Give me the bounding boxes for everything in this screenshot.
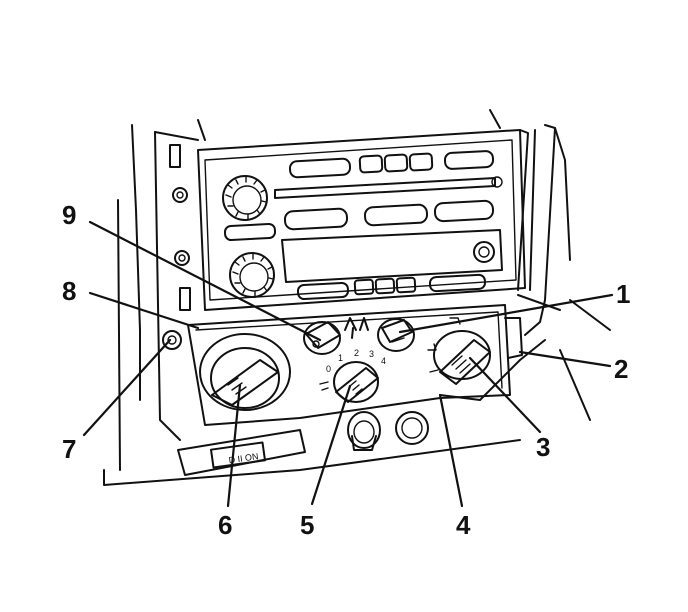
lower-console: D II ON (162, 330, 429, 476)
radio-tune-knob (229, 252, 275, 298)
auxiliary-power-outlet[interactable] (347, 411, 381, 451)
callout-7: 7 (62, 434, 76, 464)
ac-selector-knob[interactable] (377, 318, 415, 352)
recirculation-knob[interactable] (303, 321, 341, 355)
callout-3: 3 (536, 432, 550, 462)
air-delivery-mode-knob[interactable] (427, 317, 491, 385)
dash-console-outline (103, 109, 611, 486)
callout-2: 2 (614, 354, 628, 384)
callout-1: 1 (616, 279, 630, 309)
radio-unit (197, 129, 526, 311)
callout-5: 5 (300, 510, 314, 540)
fan-scale-1: 1 (338, 353, 343, 363)
blower-fan-speed-knob[interactable] (319, 361, 379, 403)
accessory-outlet-cap[interactable] (395, 411, 429, 445)
callout-6: 6 (218, 510, 232, 540)
radio-display (281, 229, 503, 283)
fan-scale-2: 2 (354, 348, 359, 358)
rocker-switch (210, 441, 266, 469)
cd-slot (274, 177, 496, 199)
left-mount-bolts (169, 144, 191, 311)
callout-8: 8 (62, 276, 76, 306)
in-car-temperature-sensor (162, 330, 182, 350)
temperature-knob[interactable] (199, 333, 291, 411)
callout-leader-lines (82, 220, 614, 508)
callout-9: 9 (62, 200, 76, 230)
callout-numbers: 9 8 7 1 2 3 4 5 6 (62, 200, 630, 540)
fan-scale-3: 3 (369, 349, 374, 359)
radio-volume-knob (222, 175, 268, 221)
fan-speed-scale: 0 1 2 3 4 (326, 348, 386, 374)
fan-scale-4: 4 (381, 356, 386, 366)
rocker-switch-label: D II ON (228, 451, 259, 465)
center-vent-louvers (344, 317, 369, 339)
callout-4: 4 (456, 510, 471, 540)
fan-scale-0: 0 (326, 364, 331, 374)
